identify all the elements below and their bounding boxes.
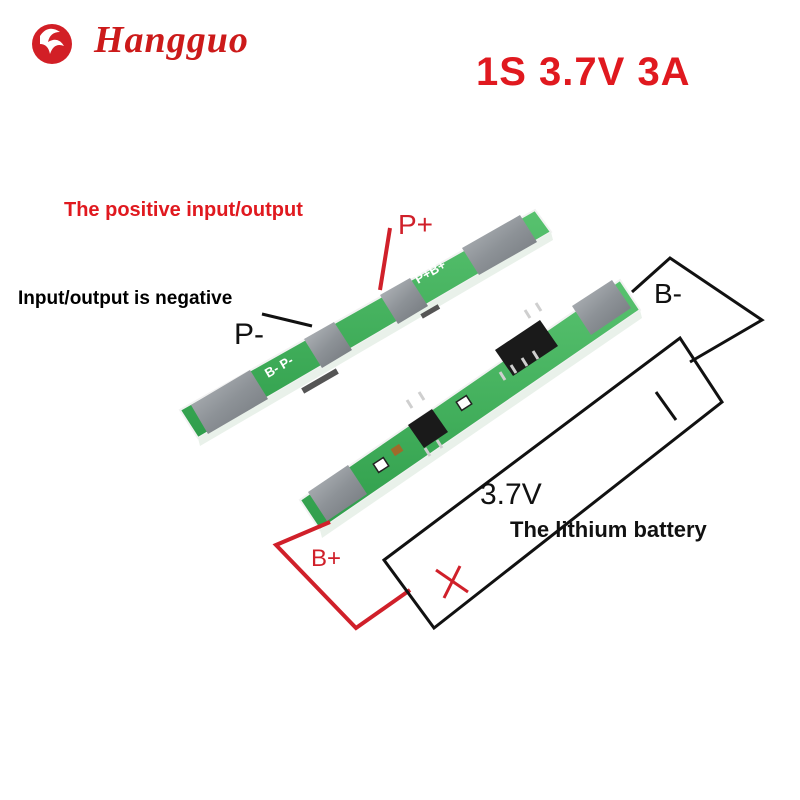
negative-io-label: Input/output is negative (18, 288, 233, 309)
p-minus-leader-line (261, 312, 313, 328)
b-minus-wire (630, 256, 765, 364)
b-minus-label: B- (654, 278, 682, 309)
p-plus-label: P+ (398, 209, 434, 240)
spec-label: 1S 3.7V 3A (476, 50, 691, 94)
pad-p-plus (380, 278, 428, 324)
p-plus-leader-line (378, 227, 392, 291)
pad-b-plus (462, 215, 537, 275)
capacitor (390, 443, 404, 457)
b-plus-label: B+ (311, 545, 342, 572)
logo-icon (32, 24, 72, 64)
pad-p-minus (304, 322, 352, 368)
resistor (372, 456, 390, 474)
b-plus-wire (272, 520, 412, 631)
pad-b-minus (191, 370, 268, 434)
battery-label: The lithium battery (510, 517, 707, 542)
pad-b-minus-top (572, 280, 631, 335)
positive-io-label: The positive input/output (64, 199, 303, 221)
p-minus-label: P- (234, 318, 264, 351)
mosfet-chip (405, 391, 448, 457)
battery-voltage-label: 3.7V (480, 478, 542, 511)
protection-ic (495, 302, 558, 381)
resistor (455, 394, 473, 412)
pcb-board-bottom: B- P- P+B+ (178, 208, 553, 446)
lithium-battery-symbol (381, 335, 725, 631)
annotation-lines (261, 227, 765, 631)
brand-logo-text: Hangguo (94, 19, 249, 61)
battery-minus-icon (654, 391, 678, 421)
pad-b-plus-top (308, 465, 367, 521)
pcb-board-top (298, 278, 642, 538)
